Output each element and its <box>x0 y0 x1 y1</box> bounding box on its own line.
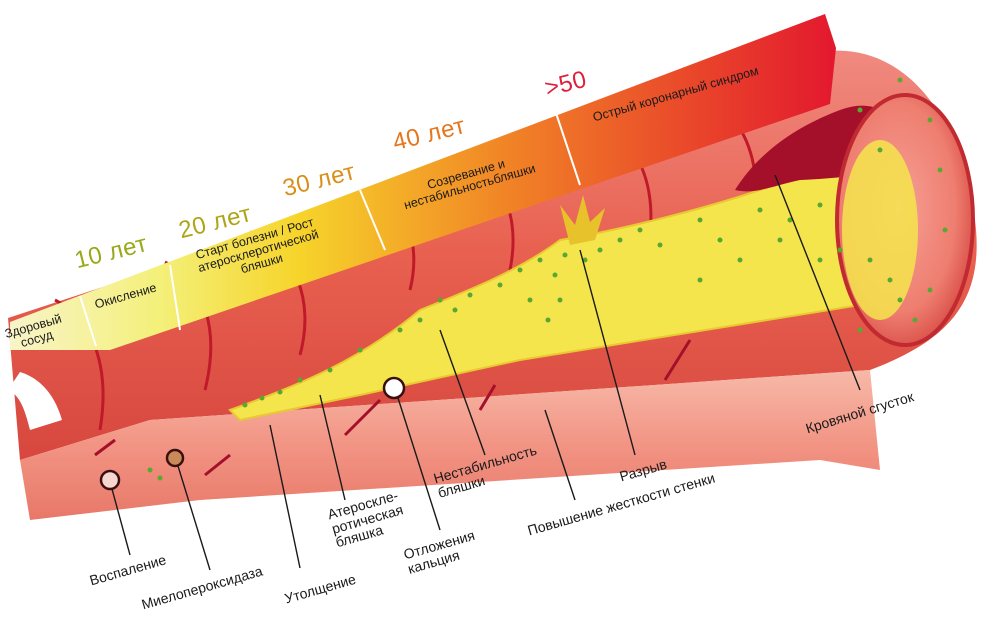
mpo-dot <box>518 268 523 273</box>
mpo-dot <box>818 203 823 208</box>
mpo-dot <box>148 468 153 473</box>
mpo-dot <box>553 273 558 278</box>
mpo-dot <box>738 258 743 263</box>
mpo-dot <box>698 278 703 283</box>
mpo-dot <box>878 148 883 153</box>
mpo-dot <box>638 228 643 233</box>
mpo-dot <box>538 258 543 263</box>
mpo-dot <box>528 298 533 303</box>
mpo-dot <box>418 318 423 323</box>
mpo-dot <box>698 218 703 223</box>
mpo-dot <box>298 378 303 383</box>
mpo-dot <box>558 298 563 303</box>
mpo-dot <box>818 258 823 263</box>
mpo-dot <box>858 108 863 113</box>
mpo-dot <box>943 228 948 233</box>
mpo-dot <box>928 288 933 293</box>
calcium-marker <box>384 378 404 398</box>
mpo-dot <box>928 118 933 123</box>
mpo-dot <box>468 293 473 298</box>
inflammation-marker <box>101 471 119 489</box>
mpo-dot <box>546 318 551 323</box>
mpo-dot <box>938 168 943 173</box>
mpo-dot <box>278 390 283 395</box>
mpo-dot <box>658 243 663 248</box>
mpo-dot <box>868 258 873 263</box>
mpo-dot <box>438 298 443 303</box>
mpo-dot <box>398 328 403 333</box>
myeloperoxidase-marker <box>167 450 183 466</box>
mpo-dot <box>358 348 363 353</box>
mpo-dot <box>778 238 783 243</box>
mpo-dot <box>913 318 918 323</box>
vessel-end-plaque <box>842 140 918 320</box>
mpo-dot <box>498 283 503 288</box>
mpo-dot <box>158 476 163 481</box>
mpo-dot <box>758 208 763 213</box>
mpo-dot <box>618 238 623 243</box>
mpo-dot <box>598 248 603 253</box>
mpo-dot <box>898 298 903 303</box>
mpo-dot <box>260 396 265 401</box>
mpo-dot <box>838 248 843 253</box>
mpo-dot <box>898 78 903 83</box>
mpo-dot <box>453 308 458 313</box>
mpo-dot <box>243 403 248 408</box>
mpo-dot <box>718 238 723 243</box>
mpo-dot <box>888 278 893 283</box>
mpo-dot <box>858 328 863 333</box>
mpo-dot <box>328 368 333 373</box>
mpo-dot <box>563 253 568 258</box>
